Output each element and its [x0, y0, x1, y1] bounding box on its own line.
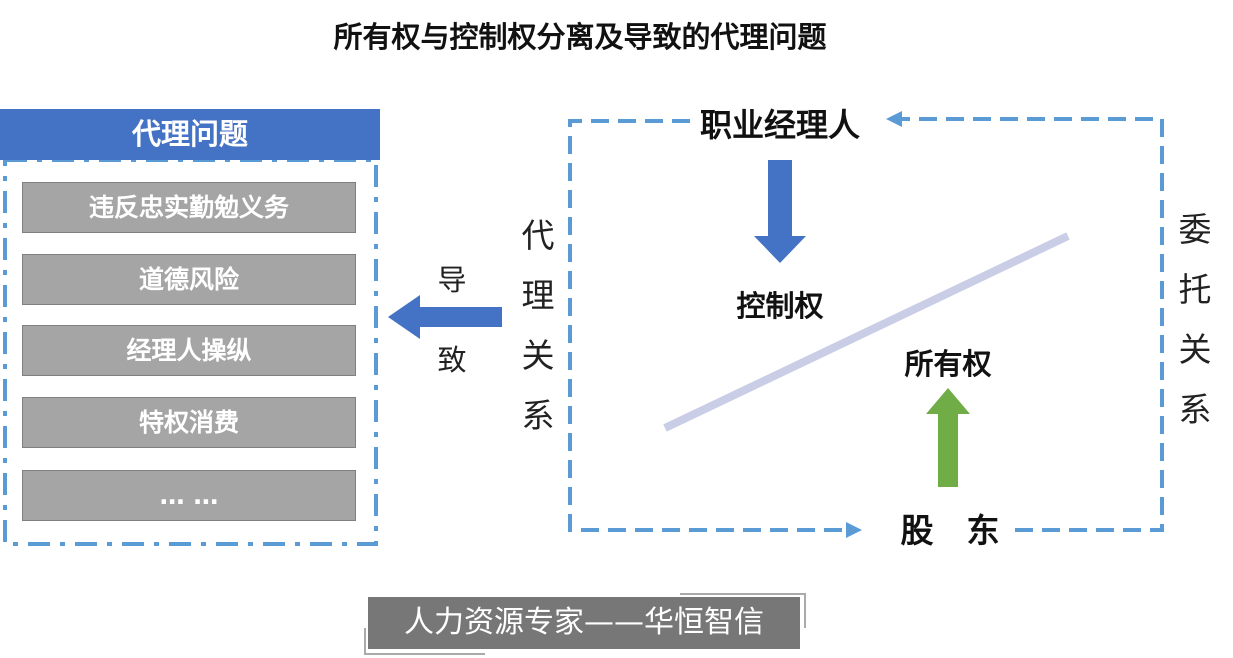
- watermark-bracket-right: [680, 593, 806, 628]
- problem-item: … …: [22, 470, 356, 521]
- problem-item: 经理人操纵: [22, 325, 356, 376]
- problem-item: 特权消费: [22, 397, 356, 448]
- arrow-left-icon: [886, 111, 902, 127]
- leads-to-1: 导: [437, 263, 467, 297]
- agency-relation-label: 代理关系: [521, 216, 555, 435]
- ownership-label: 所有权: [904, 347, 992, 381]
- principal-relation-label: 委托关系: [1178, 210, 1212, 429]
- problem-item: 道德风险: [22, 254, 356, 305]
- separation-line: [663, 232, 1070, 432]
- diagram-title: 所有权与控制权分离及导致的代理问题: [333, 20, 827, 54]
- ownership-arrow-up-icon: [926, 388, 970, 487]
- agency-problems-border: [3, 158, 378, 546]
- leads-to-arrow-left-icon: [388, 295, 502, 339]
- watermark-frame: [364, 593, 806, 655]
- control-right-label: 控制权: [736, 289, 824, 323]
- watermark: 人力资源专家——华恒智信: [368, 597, 800, 649]
- arrow-right-icon: [846, 522, 862, 538]
- agency-problems-header: 代理问题: [0, 109, 380, 160]
- manager-label: 职业经理人: [699, 106, 861, 144]
- shareholder-label: 股 东: [900, 511, 1000, 550]
- control-arrow-down-icon: [754, 160, 806, 263]
- watermark-bracket-left: [364, 628, 485, 655]
- problem-item: 违反忠实勤勉义务: [22, 182, 356, 233]
- leads-to-2: 致: [437, 343, 467, 377]
- relationship-border: [568, 117, 1164, 532]
